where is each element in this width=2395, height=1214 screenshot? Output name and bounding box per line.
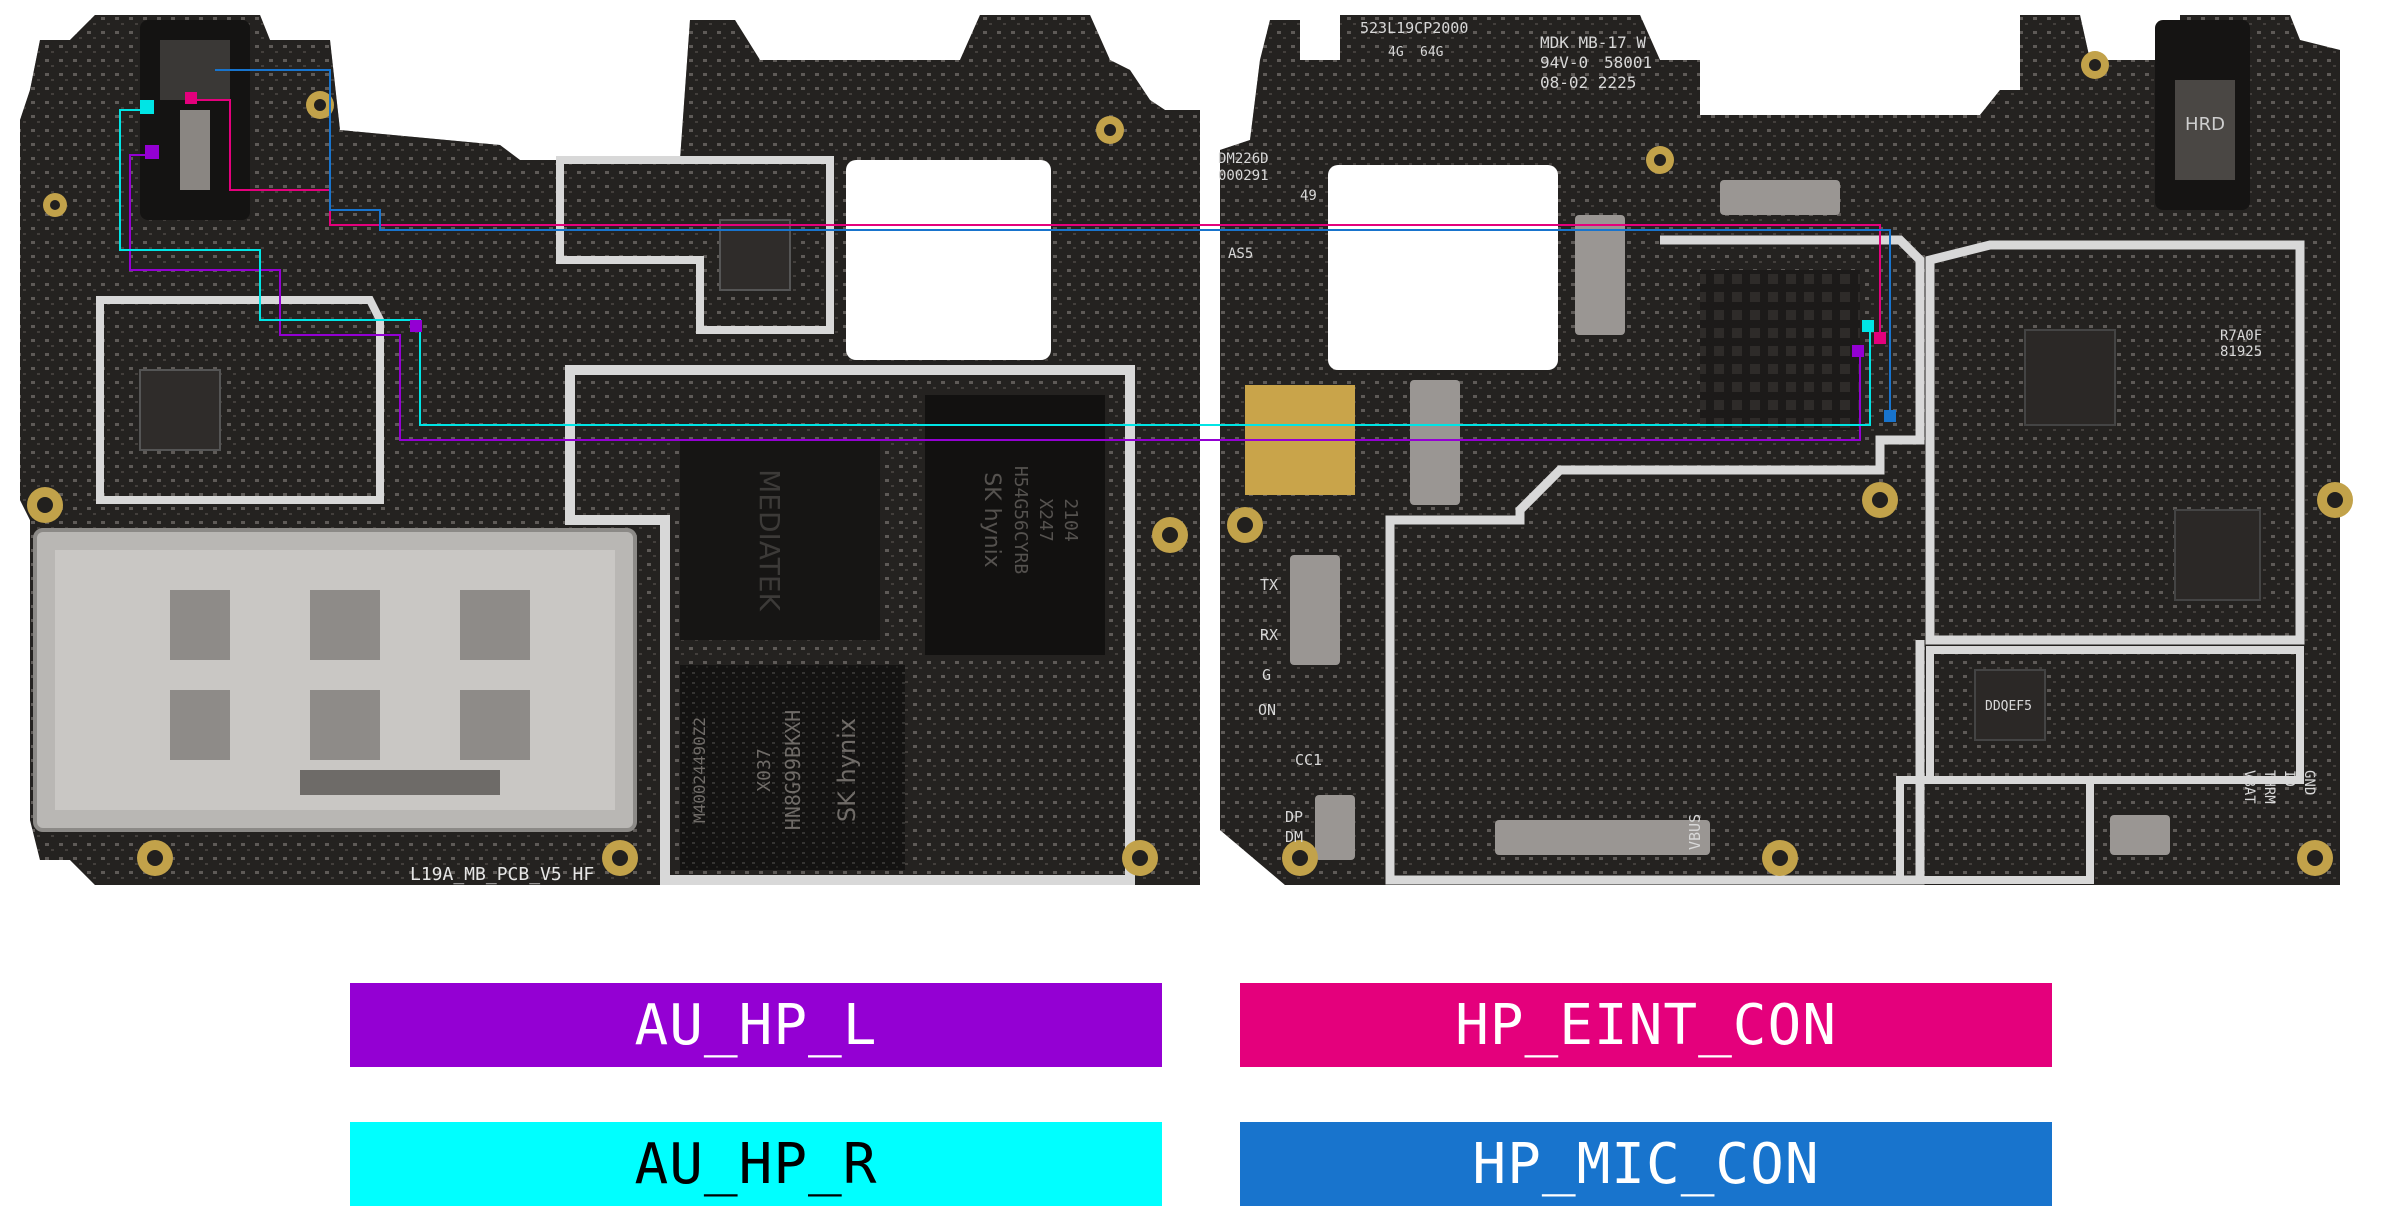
legend-label: AU_HP_L — [634, 992, 878, 1058]
emmc-chip: SK hynix HN8G99BKXH X037 M40024490Z2 — [680, 665, 905, 870]
maker-label: MDK MB-17 W — [1540, 33, 1646, 52]
num-label: 49 — [1300, 188, 1317, 204]
chip-2-label: 81925 — [2220, 344, 2262, 360]
ram-brand-text: SK hynix — [979, 472, 1004, 567]
mem-label-2: 64G — [1420, 45, 1444, 60]
emmc-part-text: HN8G99BKXH — [781, 710, 805, 830]
right-camera-cutout — [1328, 165, 1558, 370]
trace-endpoints — [140, 92, 1896, 422]
pin-dp: DP — [1285, 808, 1303, 826]
right-shield-bottom — [1896, 776, 2094, 884]
left-pcb-label: L19A_MB_PCB_V5 HF — [410, 864, 594, 885]
hrd-label: HRD — [2185, 114, 2225, 135]
emmc-lot-text: M40024490Z2 — [690, 717, 709, 823]
cpu-chip: MEDIATEK — [680, 440, 880, 640]
legend-au-hp-l: AU_HP_L — [350, 983, 1162, 1067]
right-pmic-chip — [2024, 329, 2116, 426]
dm-label-2: 000291 — [1218, 168, 1269, 184]
ram-chip: SK hynix H54G56CYRB X247 2104 — [925, 395, 1105, 655]
pin-on: ON — [1258, 701, 1276, 719]
right-board: HRD 523L19CP2000 MDK MB-17 W 94V-0 58001… — [1218, 15, 2353, 885]
right-shield-lower — [1926, 646, 2304, 784]
pin-g: G — [1262, 666, 1271, 684]
legend-label: HP_MIC_CON — [1472, 1131, 1820, 1197]
rating-label: 94V-0 — [1540, 53, 1588, 72]
pin-gnd: GND — [2301, 770, 2317, 795]
pin-dm: DM — [1285, 828, 1303, 846]
chip-1-label: R7A0F — [2220, 328, 2262, 344]
right-headphone-jack: HRD — [2155, 20, 2250, 210]
shield-frame-top — [556, 156, 834, 334]
trace-hp-mic — [215, 69, 1891, 420]
pin-tx: TX — [1260, 576, 1278, 594]
sim-card-tray — [33, 528, 637, 832]
shield-frame-cpu — [565, 365, 1135, 885]
chip-3-label: DDQEF5 — [1985, 699, 2032, 714]
left-pmic-chip — [139, 369, 221, 451]
pin-id: ID — [2281, 770, 2297, 787]
pin-rx: RX — [1260, 626, 1278, 644]
vbus-label: VBUS — [1686, 814, 1704, 850]
top-codec-chip — [719, 219, 791, 291]
legend-label: HP_EINT_CON — [1455, 992, 1837, 1058]
legend-label: AU_HP_R — [634, 1131, 878, 1197]
ram-part-text: H54G56CYRB — [1010, 466, 1031, 574]
right-shield-center — [1385, 235, 1925, 885]
ram-date-text: 2104 — [1060, 498, 1081, 541]
legend-au-hp-r: AU_HP_R — [350, 1122, 1162, 1206]
trace-au-hp-l — [129, 154, 1861, 441]
right-connectors — [1290, 180, 2170, 860]
camera-cutout — [846, 160, 1051, 360]
legend-hp-eint-con: HP_EINT_CON — [1240, 983, 2052, 1067]
signal-traces — [119, 69, 1891, 441]
cpu-brand-text: MEDIATEK — [753, 469, 786, 611]
dm-label-1: DM226D — [1218, 151, 1269, 167]
date-label: 08-02 2225 — [1540, 73, 1636, 92]
right-cpu-pads — [1700, 270, 1860, 430]
mem-label-1: 4G — [1388, 45, 1404, 60]
left-board: MEDIATEK SK hynix H54G56CYRB X247 2104 S… — [20, 15, 1200, 885]
trace-au-hp-r — [119, 109, 1871, 426]
pin-vbat: VBAT — [2241, 770, 2257, 804]
pin-cc1: CC1 — [1295, 751, 1322, 769]
legend-hp-mic-con: HP_MIC_CON — [1240, 1122, 2052, 1206]
ram-code-text: X247 — [1035, 498, 1056, 541]
right-shield-right — [1925, 240, 2305, 645]
right-chip-3 — [1974, 669, 2046, 741]
right-chip-2 — [2174, 509, 2261, 601]
emmc-brand-text: SK hynix — [833, 718, 861, 822]
code-label: 58001 — [1604, 53, 1652, 72]
top-label: 523L19CP2000 — [1360, 19, 1468, 37]
as-label: AS5 — [1228, 246, 1253, 262]
emmc-code-text: X037 — [754, 748, 775, 791]
pin-thrm: THRM — [2261, 770, 2277, 804]
shield-frame-left — [96, 296, 384, 504]
